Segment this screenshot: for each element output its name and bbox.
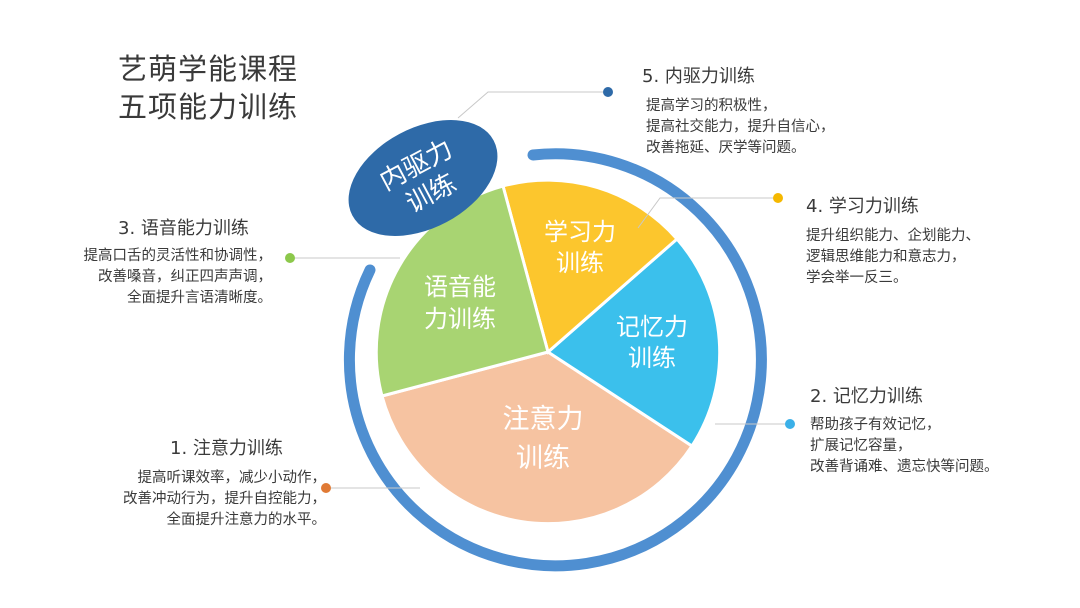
attention-desc-line: 提高听课效率，减少小动作， xyxy=(137,470,327,486)
memory-segment-line2: 训练 xyxy=(628,344,676,372)
page-title-line1: 艺萌学能课程 xyxy=(118,52,299,86)
language-desc-line: 全面提升言语清晰度。 xyxy=(127,290,272,306)
language-desc-line: 改善嗓音，纠正四声声调， xyxy=(98,269,272,285)
pie-segment-learning xyxy=(501,178,680,355)
pie-segment-memory xyxy=(545,236,722,449)
point-language xyxy=(285,253,295,263)
connector-learning xyxy=(637,197,778,229)
page-title: 艺萌学能课程 五项能力训练 xyxy=(118,50,298,126)
point-learning xyxy=(773,193,783,203)
attention-heading: 1. 注意力训练 xyxy=(170,438,283,459)
point-memory xyxy=(785,419,795,429)
drive-description: 提高学习的积极性， 提高社交能力，提升自信心， 改善拖延、厌学等问题。 xyxy=(646,96,835,159)
point-attention xyxy=(321,483,331,493)
drive-desc-line: 提高社交能力，提升自信心， xyxy=(646,119,835,135)
pie-segment-attention xyxy=(380,350,695,526)
attention-segment-line1: 注意力 xyxy=(503,404,584,435)
outer-ring-arc xyxy=(343,148,767,572)
language-segment-line2: 力训练 xyxy=(424,305,496,333)
memory-desc-line: 帮助孩子有效记忆， xyxy=(810,417,941,433)
memory-description: 帮助孩子有效记忆， 扩展记忆容量， 改善背诵难、遗忘快等问题。 xyxy=(810,415,999,478)
language-description: 提高口舌的灵活性和协调性， 改善嗓音，纠正四声声调， 全面提升言语清晰度。 xyxy=(84,246,273,309)
learning-segment-line1: 学习力 xyxy=(544,218,616,246)
learning-segment-line2: 训练 xyxy=(556,249,604,277)
memory-desc-line: 改善背诵难、遗忘快等问题。 xyxy=(810,459,999,475)
drive-heading: 5. 内驱力训练 xyxy=(642,66,755,87)
attention-desc-line: 全面提升注意力的水平。 xyxy=(166,512,327,528)
page-title-line2: 五项能力训练 xyxy=(118,90,299,124)
learning-heading: 4. 学习力训练 xyxy=(806,196,919,217)
attention-desc-line: 改善冲动行为，提升自控能力， xyxy=(123,491,326,507)
attention-segment-line2: 训练 xyxy=(516,443,570,474)
drive-desc-line: 提高学习的积极性， xyxy=(646,98,777,114)
language-segment-line1: 语音能 xyxy=(424,273,496,301)
language-heading: 3. 语音能力训练 xyxy=(118,218,249,239)
learning-desc-line: 学会举一反三。 xyxy=(806,270,908,286)
learning-desc-line: 逻辑思维能力和意志力， xyxy=(806,249,966,265)
memory-segment-line1: 记忆力 xyxy=(616,313,688,341)
memory-desc-line: 扩展记忆容量， xyxy=(810,438,912,454)
point-drive xyxy=(603,87,613,97)
memory-heading: 2. 记忆力训练 xyxy=(810,386,923,407)
learning-desc-line: 提升组织能力、企划能力、 xyxy=(806,228,980,244)
connector-drive xyxy=(457,91,608,119)
drive-desc-line: 改善拖延、厌学等问题。 xyxy=(646,140,806,156)
attention-description: 提高听课效率，减少小动作， 改善冲动行为，提升自控能力， 全面提升注意力的水平。 xyxy=(123,468,326,531)
drive-badge: 内驱力 训练 xyxy=(348,120,498,236)
language-desc-line: 提高口舌的灵活性和协调性， xyxy=(83,248,273,264)
learning-description: 提升组织能力、企划能力、 逻辑思维能力和意志力， 学会举一反三。 xyxy=(806,226,980,289)
